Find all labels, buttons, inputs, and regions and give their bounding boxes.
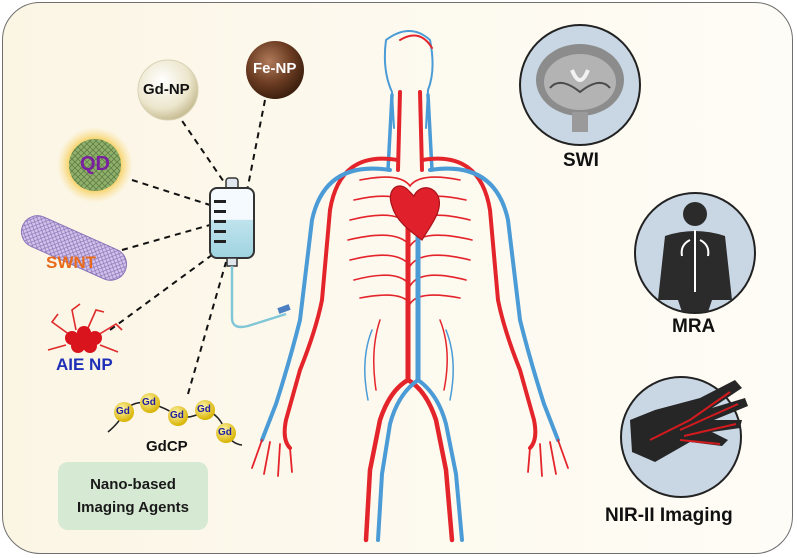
fe-np-label: Fe-NP [253, 60, 297, 77]
vascular-system-illustration [251, 30, 569, 543]
gd-np-particle [137, 59, 199, 121]
gd-unit-label: Gd [116, 406, 130, 417]
gd-unit-label: Gd [197, 404, 211, 415]
iv-bag-icon [209, 177, 291, 329]
qd-label: QD [80, 153, 110, 175]
connector-lines [109, 99, 266, 395]
gd-unit-label: Gd [170, 410, 184, 421]
gdcp-label: GdCP [146, 438, 188, 455]
agents-box-line2: Imaging Agents [77, 499, 189, 516]
agents-box-line1: Nano-based [90, 476, 176, 493]
gd-unit-label: Gd [218, 427, 232, 438]
quantum-dot-icon [57, 127, 133, 203]
nir-label: NIR-II Imaging [605, 505, 733, 526]
gdcp-polymer-icon [107, 393, 243, 446]
aie-np-particle [47, 303, 123, 353]
gd-unit-label: Gd [142, 397, 156, 408]
gd-np-label: Gd-NP [143, 81, 190, 98]
swi-brain-icon [519, 24, 641, 146]
fe-np-particle [246, 41, 304, 99]
swnt-label: SWNT [46, 253, 97, 272]
nano-agents-box: Nano-based Imaging Agents [58, 462, 208, 530]
swi-label: SWI [563, 150, 599, 171]
mra-body-icon [634, 192, 756, 314]
nanotube-icon [20, 215, 128, 281]
aie-np-label: AIE NP [56, 355, 113, 374]
mra-label: MRA [672, 316, 716, 337]
nir-hand-icon [620, 376, 748, 498]
